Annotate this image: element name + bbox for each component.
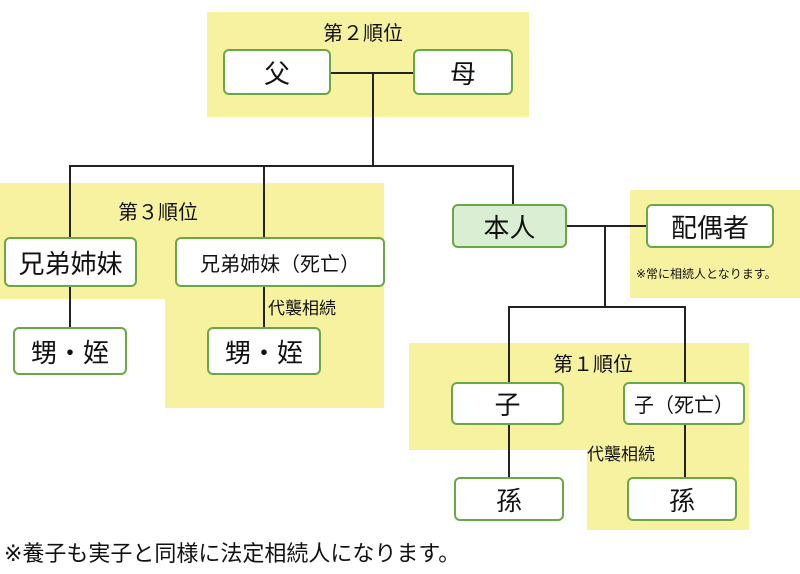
- substitution-label-siblings: 代襲相続: [268, 299, 336, 319]
- deceased-sibling-drop-line: [263, 165, 265, 237]
- footnote: ※養子も実子と同様に法定相続人になります。: [4, 542, 461, 567]
- father-box: 父: [223, 49, 331, 95]
- marriage-drop-line: [604, 225, 606, 307]
- nephew-connector-1: [69, 287, 71, 327]
- rank-3-label: 第３順位: [118, 200, 198, 224]
- self-box: 本人: [452, 204, 567, 248]
- parents-drop-line: [372, 72, 374, 167]
- self-drop-line: [512, 165, 514, 205]
- nephew-connector-2: [263, 287, 265, 327]
- nephew-niece-box-1: 甥・姪: [13, 327, 127, 375]
- substitution-label-child: 代襲相続: [587, 445, 655, 465]
- grandchild-connector-2: [684, 425, 686, 477]
- children-bar: [508, 306, 686, 308]
- sibling-drop-line: [69, 165, 71, 237]
- child-box: 子: [451, 382, 564, 425]
- grandchild-connector-1: [508, 425, 510, 477]
- spouse-box: 配偶者: [646, 204, 774, 248]
- deceased-siblings-box: 兄弟姉妹（死亡）: [175, 237, 385, 287]
- deceased-child-box: 子（死亡）: [623, 382, 745, 425]
- spouse-note: ※常に相続人となります。: [636, 267, 777, 281]
- marriage-line: [567, 225, 646, 227]
- siblings-box: 兄弟姉妹: [4, 237, 137, 287]
- rank-1-label: 第１順位: [553, 352, 633, 376]
- nephew-niece-box-2: 甥・姪: [207, 327, 321, 375]
- rank-2-label: 第２順位: [323, 21, 403, 45]
- children-of-parents-bar: [69, 165, 514, 167]
- grandchild-box-2: 孫: [627, 477, 737, 521]
- mother-box: 母: [413, 49, 513, 95]
- deceased-child-drop-line: [684, 306, 686, 382]
- grandchild-box-1: 孫: [454, 477, 564, 521]
- child-drop-line: [508, 306, 510, 382]
